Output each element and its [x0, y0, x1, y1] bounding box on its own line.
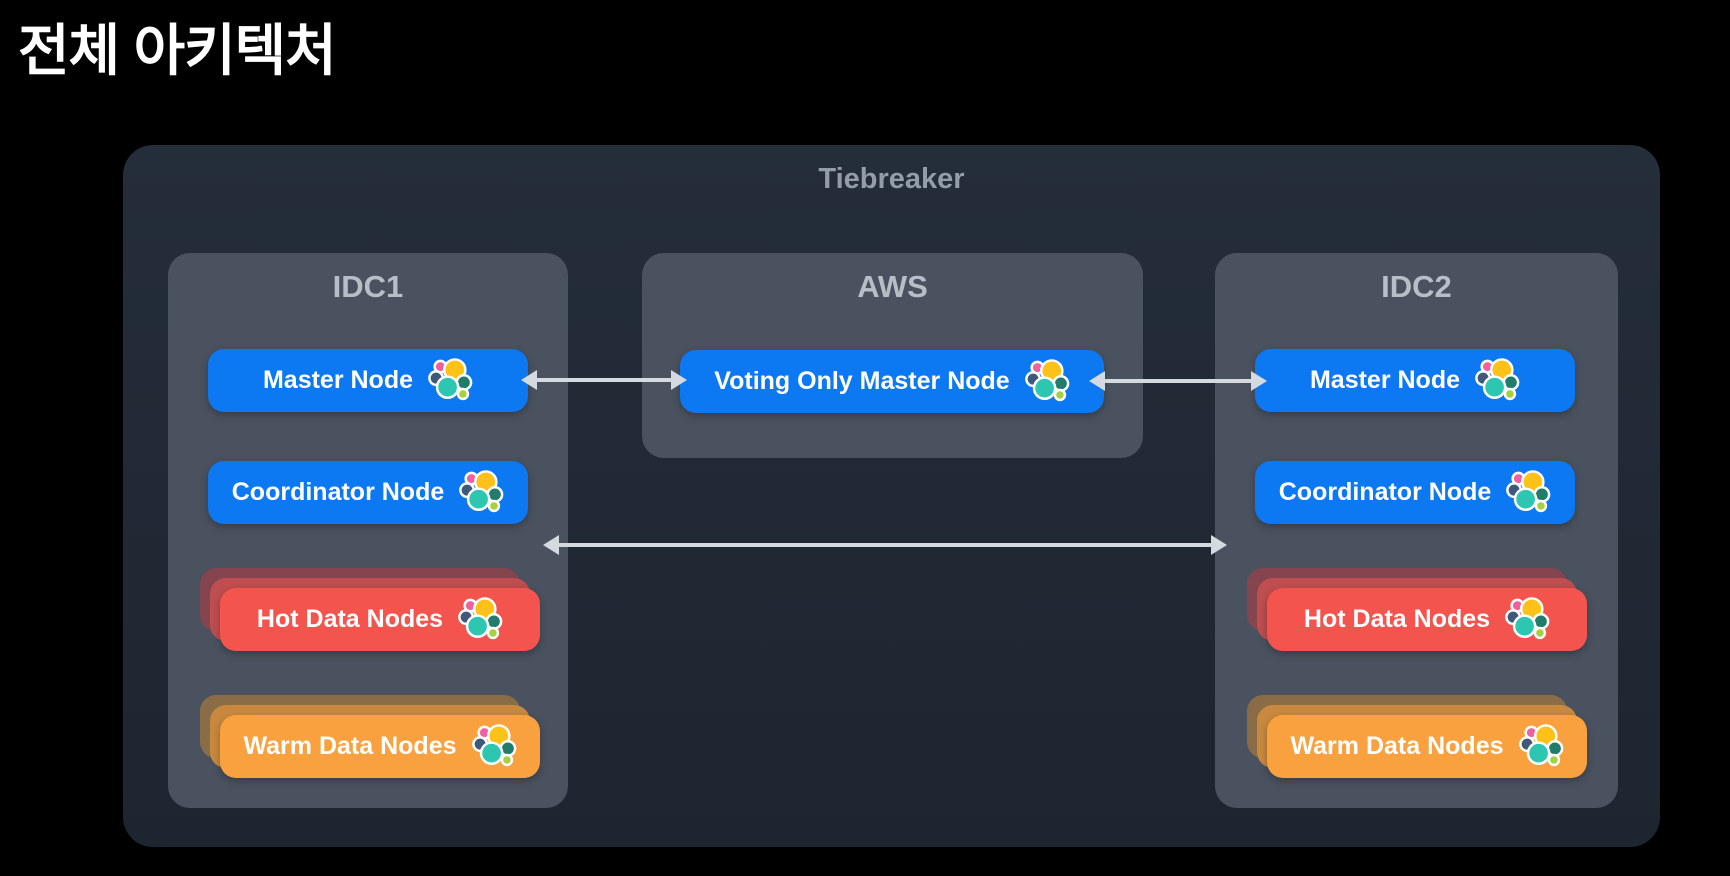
node-label: Warm Data Nodes: [1290, 732, 1504, 760]
zone-panel-idc1: IDC1 Master Node Coordinator Node: [168, 253, 568, 808]
node-label: Hot Data Nodes: [1303, 605, 1491, 633]
elasticsearch-logo-icon: [1474, 357, 1520, 404]
arrow-aws-voting-to-idc2-master: [1104, 379, 1252, 383]
zone-panel-aws: AWS Voting Only Master Node: [642, 253, 1143, 458]
page-title: 전체 아키텍처: [18, 19, 337, 82]
node-idc2-warm-data: Warm Data Nodes: [1247, 695, 1587, 778]
cluster-container: Tiebreaker IDC1 Master Node Coordinator …: [123, 145, 1660, 847]
stack-front-card: Hot Data Nodes: [220, 588, 540, 651]
elasticsearch-logo-icon: [427, 357, 473, 404]
elasticsearch-logo-icon: [1518, 723, 1564, 770]
node-aws-voting-only-master: Voting Only Master Node: [680, 350, 1104, 413]
zone-title-idc1: IDC1: [332, 269, 404, 304]
stack-front-card: Hot Data Nodes: [1267, 588, 1587, 651]
zone-title-idc2: IDC2: [1381, 269, 1452, 304]
elasticsearch-logo-icon: [1504, 596, 1550, 643]
elasticsearch-logo-icon: [1024, 358, 1070, 405]
elasticsearch-logo-icon: [471, 723, 517, 770]
zone-title-aws: AWS: [857, 269, 928, 304]
node-idc2-coordinator: Coordinator Node: [1255, 461, 1575, 524]
arrow-idc1-master-to-aws-voting: [536, 378, 672, 382]
node-idc1-warm-data: Warm Data Nodes: [200, 695, 540, 778]
elasticsearch-logo-icon: [457, 596, 503, 643]
node-idc2-hot-data: Hot Data Nodes: [1247, 568, 1587, 651]
node-label: Voting Only Master Node: [714, 367, 1010, 395]
node-label: Master Node: [1309, 366, 1461, 394]
node-idc1-master: Master Node: [208, 349, 528, 412]
tiebreaker-label: Tiebreaker: [818, 163, 965, 195]
node-label: Master Node: [262, 366, 414, 394]
node-idc2-master: Master Node: [1255, 349, 1575, 412]
node-label: Coordinator Node: [1278, 478, 1492, 506]
node-idc1-hot-data: Hot Data Nodes: [200, 568, 540, 651]
elasticsearch-logo-icon: [1505, 469, 1551, 516]
node-label: Coordinator Node: [231, 478, 445, 506]
node-label: Hot Data Nodes: [256, 605, 444, 633]
node-idc1-coordinator: Coordinator Node: [208, 461, 528, 524]
zone-panel-idc2: IDC2 Master Node Coordinator Node: [1215, 253, 1618, 808]
elasticsearch-logo-icon: [458, 469, 504, 516]
stack-front-card: Warm Data Nodes: [220, 715, 540, 778]
stack-front-card: Warm Data Nodes: [1267, 715, 1587, 778]
arrow-idc1-to-idc2: [558, 543, 1212, 547]
node-label: Warm Data Nodes: [243, 732, 457, 760]
